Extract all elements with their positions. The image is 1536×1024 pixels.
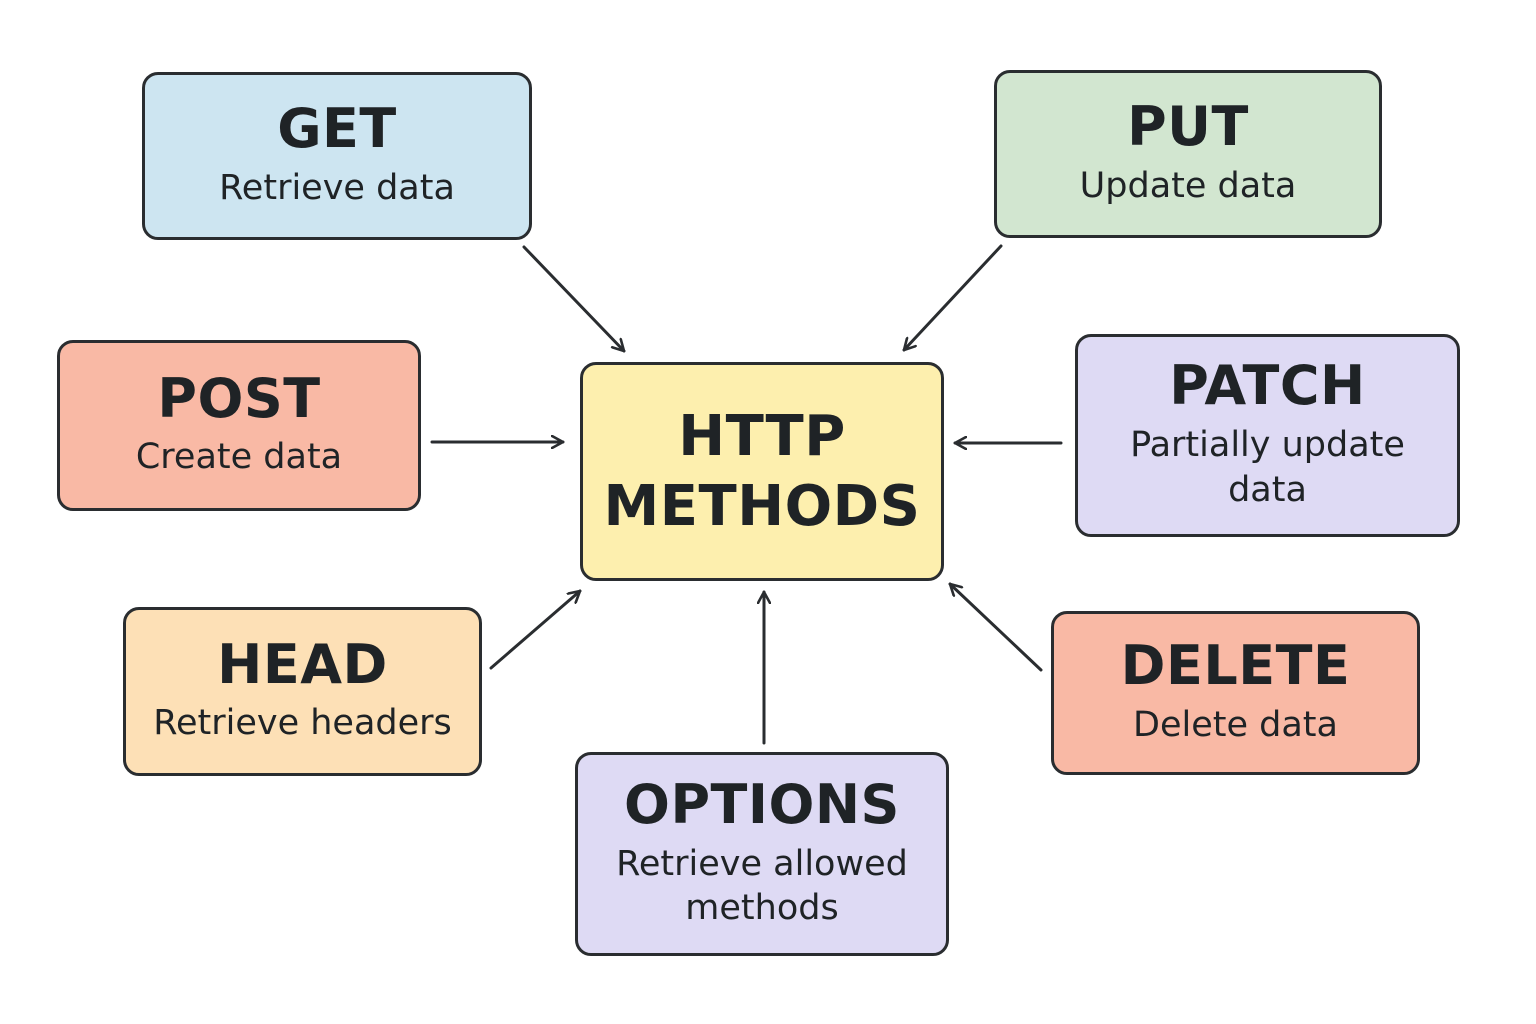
post-method-name: POST <box>157 366 321 430</box>
get-method-name: GET <box>277 97 397 161</box>
put-method-name: PUT <box>1127 95 1249 159</box>
get-method-description: Retrieve data <box>219 167 455 208</box>
patch-method-description: Partially update data <box>1130 425 1405 510</box>
http-methods-center-node: HTTP METHODS <box>580 362 944 581</box>
patch-method-node: PATCH Partially update data <box>1075 334 1460 537</box>
center-title-line1: HTTP <box>678 403 846 469</box>
head-method-description: Retrieve headers <box>153 703 452 744</box>
post-method-description: Create data <box>135 437 343 478</box>
put-method-node: PUT Update data <box>994 70 1382 238</box>
options-method-name: OPTIONS <box>624 772 900 836</box>
arrow-delete-to-center <box>948 582 1043 672</box>
head-method-node: HEAD Retrieve headers <box>123 607 482 776</box>
delete-method-description: Delete data <box>1133 704 1338 745</box>
delete-method-name: DELETE <box>1120 634 1351 698</box>
put-method-description: Update data <box>1079 165 1297 206</box>
options-method-description: Retrieve allowed methods <box>616 843 908 929</box>
head-method-name: HEAD <box>217 632 388 696</box>
get-method-node: GET Retrieve data <box>142 72 532 240</box>
options-method-node: OPTIONS Retrieve allowed methods <box>575 752 949 956</box>
center-title-line2: METHODS <box>603 473 921 539</box>
patch-method-name: PATCH <box>1169 354 1366 418</box>
arrow-put-to-center <box>902 244 1003 352</box>
arrow-get-to-center <box>522 245 626 353</box>
arrow-head-to-center <box>489 589 582 670</box>
delete-method-node: DELETE Delete data <box>1051 611 1420 775</box>
post-method-node: POST Create data <box>57 340 421 511</box>
